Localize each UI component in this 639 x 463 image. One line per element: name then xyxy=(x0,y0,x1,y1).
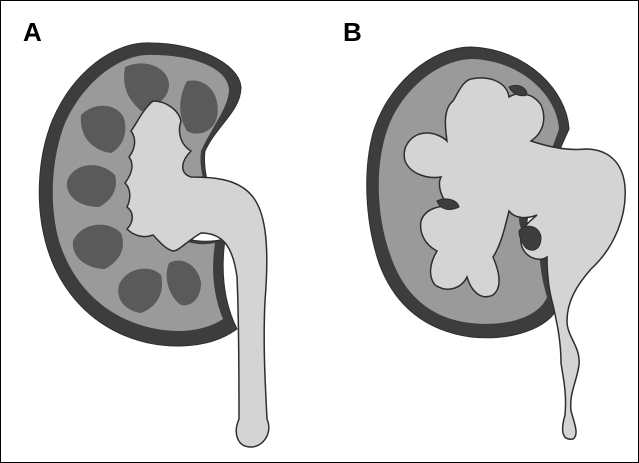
hydronephrotic-kidney xyxy=(367,47,625,439)
normal-kidney xyxy=(39,43,269,447)
